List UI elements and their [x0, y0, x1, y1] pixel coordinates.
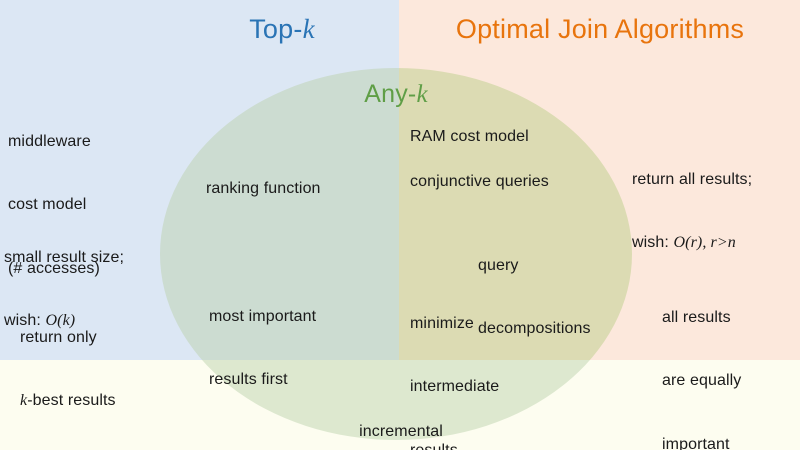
label-small-result-k: k [62, 312, 70, 330]
label-minimize-line2: intermediate [410, 378, 500, 396]
label-middleware-cost-model: middleware cost model (# accesses) [8, 88, 100, 322]
label-middleware-line2: cost model [8, 196, 87, 214]
label-small-result-size: small result size; wish: O(k) [4, 204, 124, 374]
label-query-decompositions-line1: query [478, 256, 519, 274]
label-small-result-paren-close: ) [69, 312, 76, 330]
title-optimal-join-algorithms: Optimal Join Algorithms [455, 14, 745, 44]
label-all-results-equally-important: all results are equally important [662, 264, 741, 450]
ellipse-over-bottom-region [160, 360, 632, 440]
label-small-result-wish: wish: [4, 312, 46, 330]
label-most-important-line2: results first [209, 371, 288, 389]
label-most-important-line1: most important [209, 307, 317, 325]
label-return-only-rest: -best results [27, 392, 116, 410]
label-all-results-line1: all results [662, 308, 731, 326]
label-return-all-r-gt-n: r>n [710, 234, 736, 252]
label-small-result-line2: wish: O(k) [4, 310, 124, 331]
label-query-decompositions: query decompositions [478, 212, 591, 382]
any-k-ellipse [160, 68, 632, 440]
label-return-only-k-best: return only k-best results [20, 284, 116, 450]
label-minimize-line3: results [410, 440, 499, 450]
label-minimize-line1: minimize [410, 314, 474, 332]
label-small-result-bigO: O [45, 312, 58, 330]
label-return-only-line2: k-best results [20, 390, 116, 411]
label-incremental-line1: incremental [359, 422, 443, 440]
label-conjunctive-queries: conjunctive queries [410, 173, 549, 190]
label-return-all-comma: , [702, 234, 711, 252]
label-return-only-line1: return only [20, 328, 97, 346]
label-return-only-k: k [20, 392, 28, 410]
title-any-k: Any-k [296, 80, 496, 110]
label-middleware-line1: middleware [8, 132, 91, 150]
label-all-results-line3: important [662, 436, 730, 450]
label-minimize-intermediate-results: minimize intermediate results [410, 270, 499, 450]
title-any-k-italic-k: k [416, 81, 428, 108]
label-middleware-line3: (# accesses) [8, 260, 100, 278]
ellipse-over-left-region [160, 68, 399, 360]
label-return-all-wish: wish: [632, 234, 674, 252]
title-top-k-text: Top- [249, 14, 303, 44]
label-return-all-bigO: O [673, 234, 686, 252]
title-any-k-text: Any- [364, 80, 417, 108]
label-return-all-line1: return all results; [632, 170, 753, 188]
label-query-decompositions-line2: decompositions [478, 320, 591, 338]
label-return-all-results: return all results; wish: O(r), r>n [632, 126, 752, 296]
label-ram-cost-model: RAM cost model [410, 128, 529, 145]
label-all-results-line2: are equally [662, 372, 742, 390]
label-small-result-paren-open: ( [57, 312, 63, 330]
title-top-k-italic-k: k [302, 14, 315, 44]
label-small-result-line1: small result size; [4, 248, 125, 266]
label-return-all-r-paren: (r) [685, 234, 703, 252]
label-return-all-line2: wish: O(r), r>n [632, 232, 752, 253]
label-incremental-computation: incremental computation [336, 378, 466, 450]
label-ranking-function: ranking function [206, 180, 321, 197]
ellipse-over-right-region [399, 68, 632, 360]
label-most-important-results-first: most important results first [209, 263, 316, 433]
title-top-k: Top-k [166, 14, 398, 45]
